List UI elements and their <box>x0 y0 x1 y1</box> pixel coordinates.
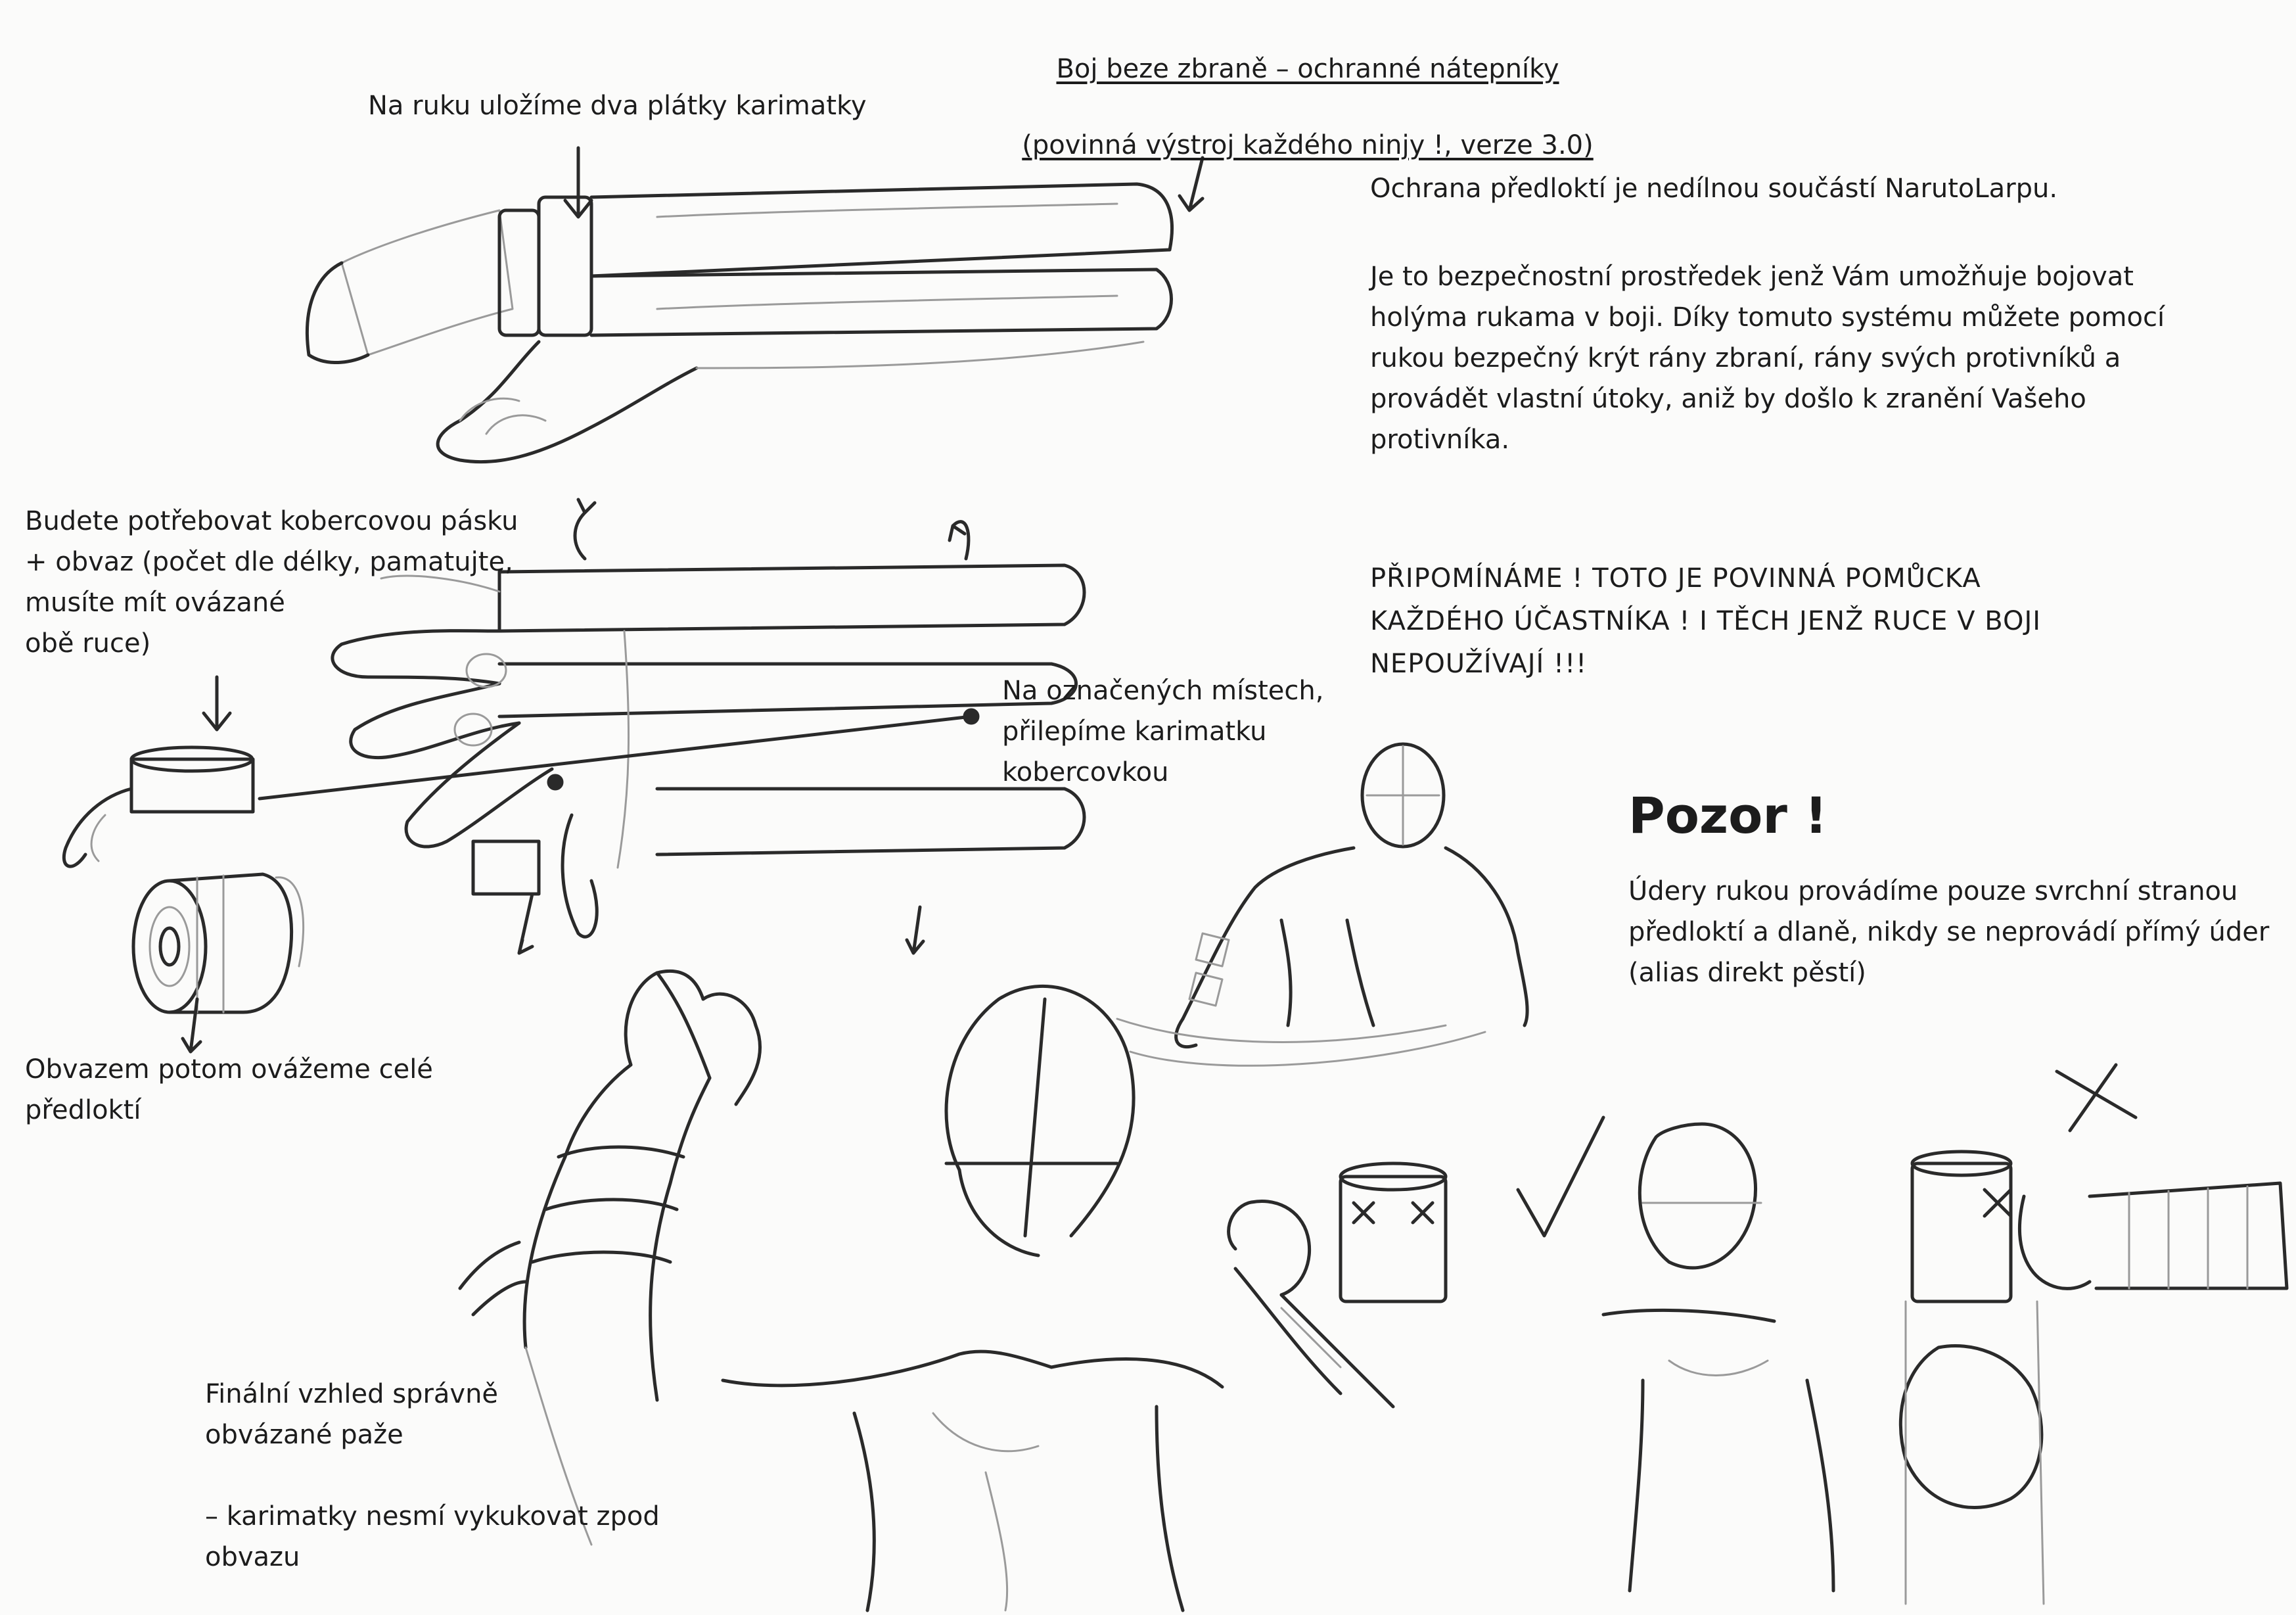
wrong-strike-drawing <box>1898 1063 2289 1605</box>
correct-block-drawing <box>1227 1115 1835 1593</box>
step-1-note: Na ruku uložíme dva plátky karimatky <box>368 91 867 121</box>
bandage-roll-drawing <box>131 872 305 1054</box>
page-title: Boj beze zbraně – ochranné nátepníky (po… <box>953 12 1663 202</box>
crouching-ninja-drawing <box>1116 742 1529 1067</box>
arm-with-foam-strips-drawing <box>306 146 1205 464</box>
warning-heading: Pozor ! <box>1628 786 1827 845</box>
info-paragraph-1: Ochrana předloktí je nedílnou součástí N… <box>1370 174 2058 204</box>
title-line-1: Boj beze zbraně – ochranné nátepníky <box>1056 54 1559 84</box>
step-4-note: Obvazem potom ovážeme celé předloktí <box>25 1054 433 1125</box>
step-3-note: Na označených místech, přilepíme karimat… <box>1002 676 1324 787</box>
front-ninja-drawing <box>458 969 1224 1612</box>
warning-text: Údery rukou provádíme pouze svrchní stra… <box>1628 876 2270 988</box>
hand-with-tape-drawing <box>258 498 1086 955</box>
step-2-note: Budete potřebovat kobercovou pásku + obv… <box>25 506 518 659</box>
tape-roll-drawing <box>62 675 255 868</box>
title-line-2: (povinná výstroj každého ninjy !, verze … <box>1022 130 1594 160</box>
final-look-note: Finální vzhled správně obvázané paže – k… <box>205 1379 660 1572</box>
info-paragraph-2: Je to bezpečnostní prostředek jenž Vám u… <box>1370 262 2165 455</box>
reminder-caps: PŘIPOMÍNÁME ! TOTO JE POVINNÁ POMŮCKA KA… <box>1370 563 2042 679</box>
